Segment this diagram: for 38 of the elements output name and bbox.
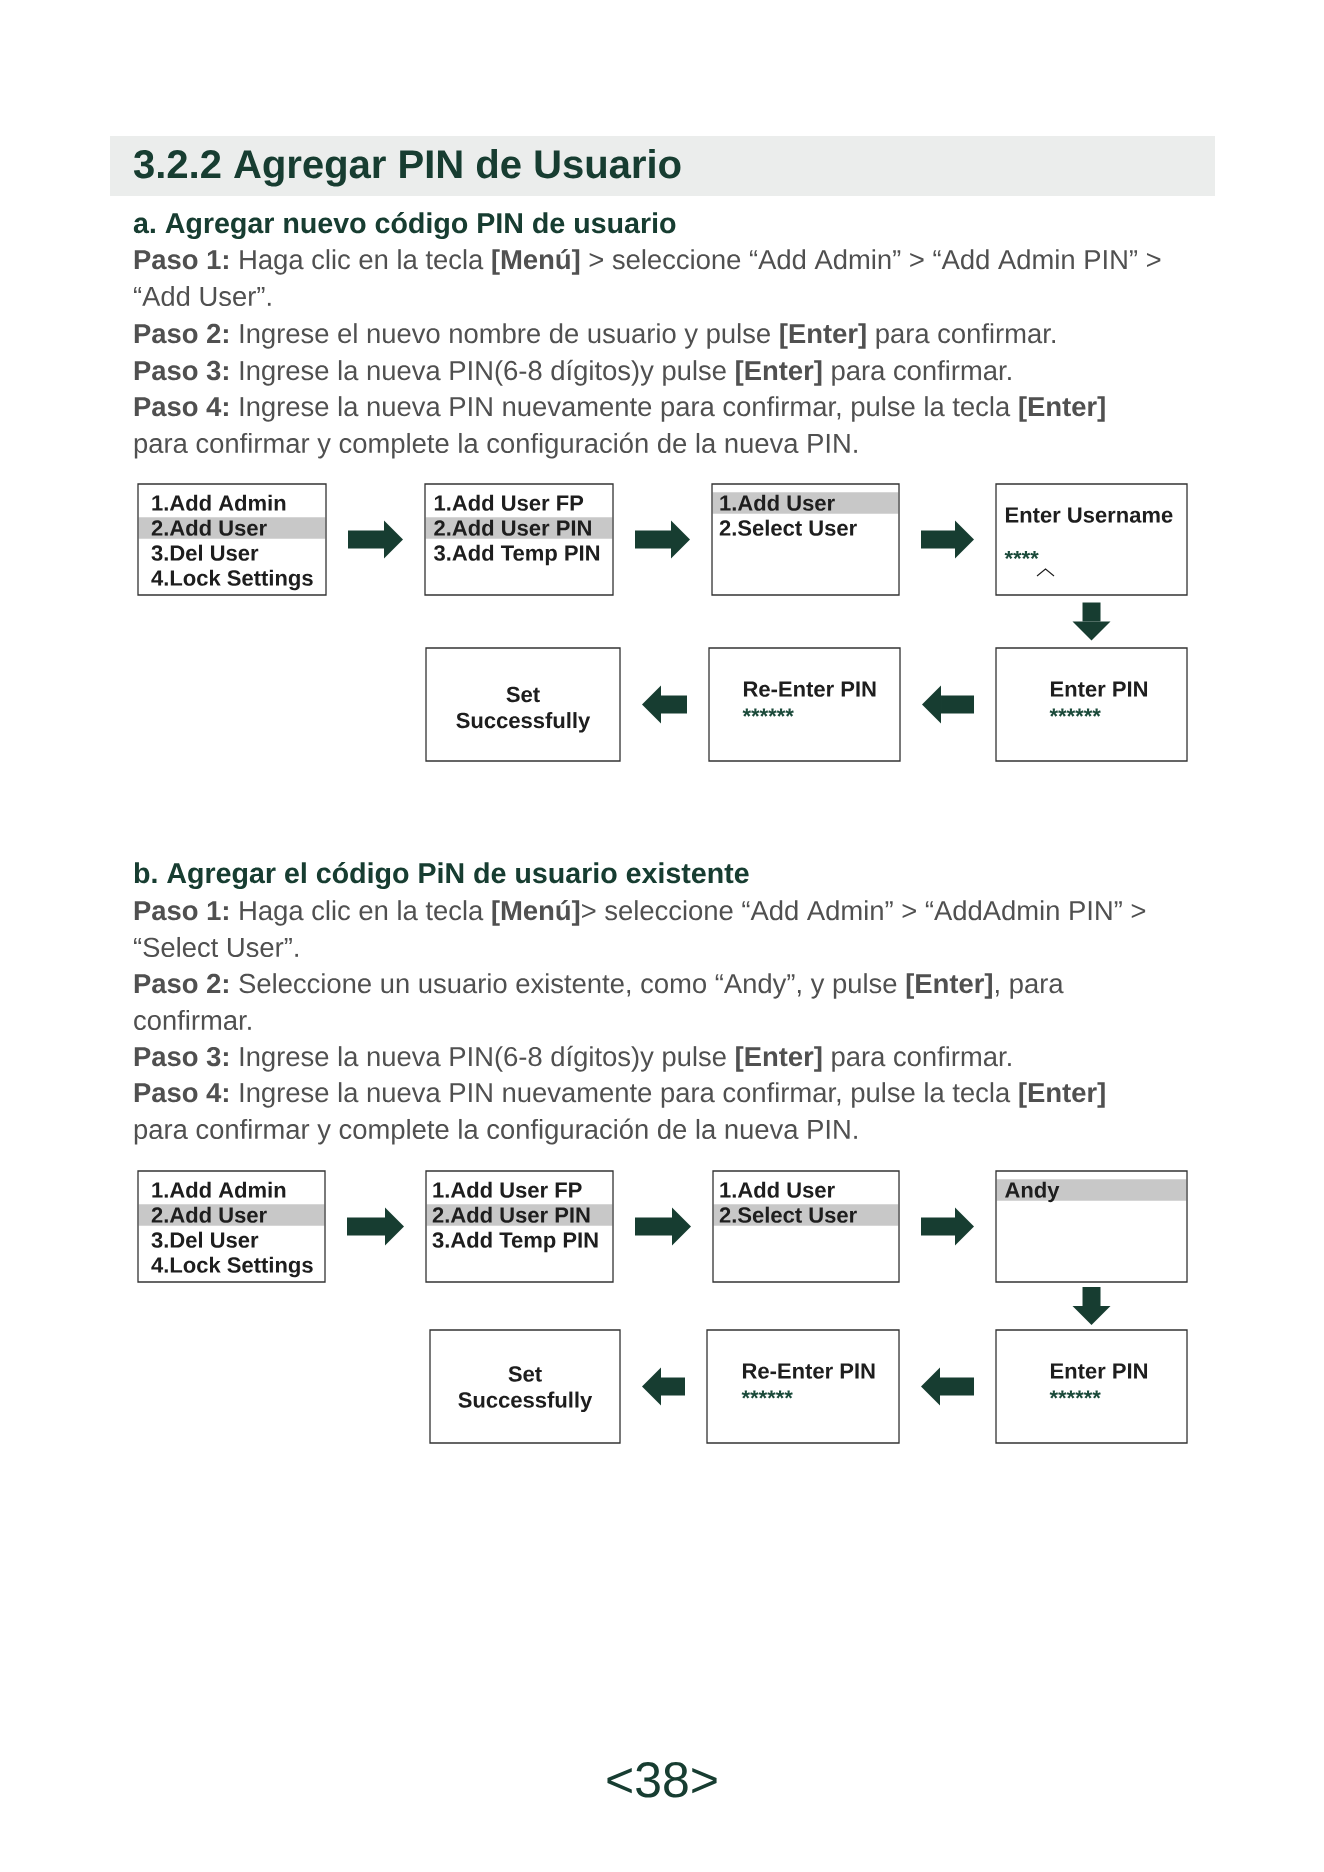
page-number: <38> [607,1762,717,1798]
screen-box: 1.Add User FP 2.Add User PIN 3.Add Temp PIN [425,1170,614,1283]
block-arrow [635,520,690,559]
screen-box: Enter PIN ****** [995,647,1188,762]
block-arrow [642,1367,685,1406]
block-arrow [348,520,403,559]
step-text: Paso 1: Haga clic en la tecla [Menú] > seleccione “Add Admin” > “Add Admin PIN” > “Add User”. [134,248,1161,307]
block-arrow [922,685,974,724]
block-arrow [642,685,687,724]
screen-box: Re-Enter PIN ****** [706,1329,900,1444]
block-arrow [921,1367,974,1406]
screen-box: Set Successfully [429,1329,621,1444]
screen-box: 1.Add Admin 2.Add User 3.Del User 4.Lock Settings [137,483,327,596]
subsection-heading: b. Agregar el código PiN de usuario existente [134,862,749,890]
screen-box: Re-Enter PIN ****** [708,647,901,762]
title-banner: 3.2.2 Agregar PIN de Usuario [110,136,1215,196]
screen-box: 1.Add User FP 2.Add User PIN 3.Add Temp PIN [424,483,614,596]
step-text: Paso 4: Ingrese la nueva PIN nuevamente para confirmar, pulse la tecla [Enter] para confirmar y complete la configuración de la nueva PIN. [134,1082,1105,1145]
step-text: Paso 2: Seleccione un usuario existente, como “Andy”, y pulse [Enter], para confirmar. [134,973,1064,1031]
screen-box: Enter Username **** [995,483,1188,596]
step-text: Paso 3: Ingrese la nueva PIN(6-8 dígitos)y pulse [Enter] para confirmar. [134,1045,1011,1072]
screen-box: 1.Add Admin 2.Add User 3.Del User 4.Lock Settings [137,1170,326,1283]
screen-box: Set Successfully [425,647,621,762]
screen-box: 1.Add User 2.Select User [712,1170,900,1283]
block-arrow [1072,602,1111,641]
subsection-heading: a. Agregar nuevo código PIN de usuario [133,212,676,240]
step-text: Paso 2: Ingrese el nuevo nombre de usuario y pulse [Enter] para confirmar. [134,323,1055,349]
screen-box: 1.Add User 2.Select User [711,483,900,596]
block-arrow [921,1207,974,1246]
block-arrow [1072,1287,1111,1325]
step-text: Paso 4: Ingrese la nueva PIN nuevamente para confirmar, pulse la tecla [Enter] para confirmar y complete la configuración de la nueva PIN. [134,396,1105,459]
block-arrow [347,1207,404,1246]
screen-box: Enter PIN ****** [995,1329,1188,1444]
screen-box: Andy [995,1170,1188,1283]
block-arrow [921,520,974,559]
step-text: Paso 1: Haga clic en la tecla [Menú]> seleccione “Add Admin” > “AddAdmin PIN” > “Select User”. [134,899,1146,958]
block-arrow [635,1207,691,1246]
step-text: Paso 3: Ingrese la nueva PIN(6-8 dígitos)y pulse [Enter] para confirmar. [134,359,1011,386]
